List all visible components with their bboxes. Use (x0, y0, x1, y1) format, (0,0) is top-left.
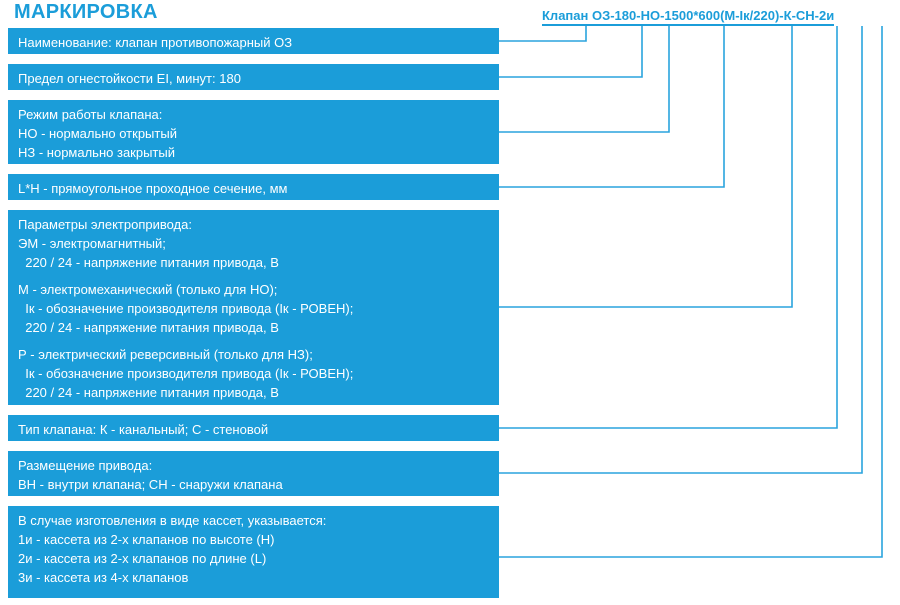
block-cassette-line: В случае изготовления в виде кассет, ука… (18, 513, 327, 528)
block-valve-type: Тип клапана: К - канальный; С - стеновой (8, 415, 499, 441)
block-cassette-line: 1и - кассета из 2-х клапанов по высоте (… (18, 532, 275, 547)
w-cross-section (499, 26, 725, 188)
block-drive-parameters-line: Параметры электропривода: (18, 217, 192, 232)
block-drive-parameters-line: 220 / 24 - напряжение питания привода, В (18, 385, 279, 400)
block-operating-mode-line: НО - нормально открытый (18, 126, 177, 141)
w-fire-resistance (499, 26, 643, 78)
block-operating-mode-line: Режим работы клапана: (18, 107, 163, 122)
w-valve-type (499, 26, 838, 429)
block-drive-parameters-line: 220 / 24 - напряжение питания привода, В (18, 320, 279, 335)
value-text: 180 (219, 71, 241, 86)
block-drive-parameters-line (18, 337, 499, 345)
block-drive-parameters-line: Iк - обозначение производителя привода (… (18, 366, 354, 381)
block-drive-placement-line: ВН - внутри клапана; СН - снаружи клапан… (18, 477, 283, 492)
w-operating-mode (499, 26, 670, 133)
block-cassette: В случае изготовления в виде кассет, ука… (8, 506, 499, 598)
block-drive-placement: Размещение привода: ВН - внутри клапана; … (8, 451, 499, 496)
block-cassette-line: 3и - кассета из 4-х клапанов (18, 570, 189, 585)
block-fire-resistance: Предел огнестойкости EI, минут: 180 (8, 64, 499, 90)
block-drive-parameters-line: 220 / 24 - напряжение питания привода, В (18, 255, 279, 270)
block-drive-parameters-line: Iк - обозначение производителя привода (… (18, 301, 354, 316)
block-drive-parameters-line (18, 272, 499, 280)
page-title: МАРКИРОВКА (14, 1, 158, 23)
block-drive-parameters-line: М - электромеханический (только для НО); (18, 282, 278, 297)
block-operating-mode-line: НЗ - нормально закрытый (18, 145, 175, 160)
w-drive-parameters (499, 26, 793, 308)
block-valve-type-line: Тип клапана: К - канальный; С - стеновой (18, 422, 269, 437)
w-cassette (499, 26, 883, 558)
block-operating-mode: Режим работы клапана: НО - нормально откр… (8, 100, 499, 164)
block-cross-section-line: L*H - прямоугольное проходное сечение, м… (18, 181, 288, 196)
block-fire-resistance-line: Предел огнестойкости EI, минут: 180 (18, 69, 499, 88)
block-drive-parameters-line: Р - электрический реверсивный (только дл… (18, 347, 313, 362)
block-drive-parameters: Параметры электропривода: ЭМ - электромаг… (8, 210, 499, 405)
block-name-line: Наименование: клапан противопожарный ОЗ (18, 35, 293, 50)
block-name: Наименование: клапан противопожарный ОЗ (8, 28, 499, 54)
product-code-label: Клапан ОЗ-180-НО-1500*600(М-Iк/220)-К-СН… (542, 8, 835, 26)
block-drive-parameters-line: ЭМ - электромагнитный; (18, 236, 166, 251)
block-cross-section: L*H - прямоугольное проходное сечение, м… (8, 174, 499, 200)
block-drive-placement-line: Размещение привода: (18, 458, 153, 473)
w-name (499, 26, 587, 42)
block-cassette-line: 2и - кассета из 2-х клапанов по длине (L… (18, 551, 267, 566)
label-text: Предел огнестойкости EI, минут: (18, 71, 220, 86)
w-drive-placement (499, 26, 863, 474)
